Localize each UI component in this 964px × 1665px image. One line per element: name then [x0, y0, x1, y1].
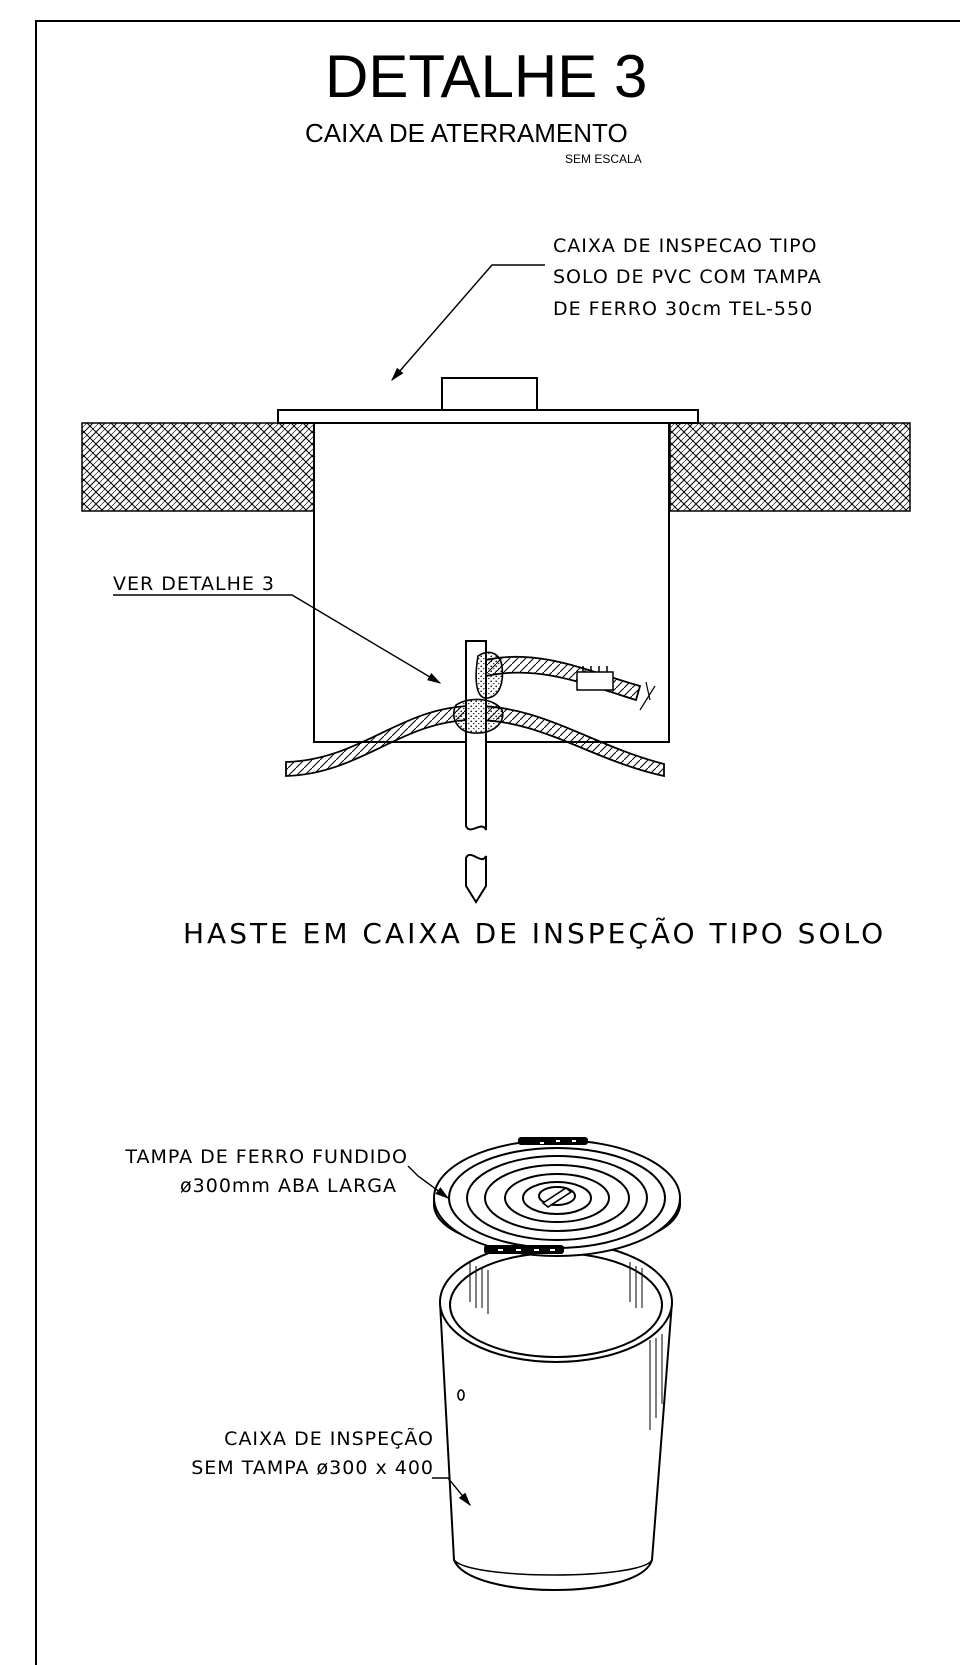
iso-box-note-line-1: CAIXA DE INSPEÇÃO — [224, 1428, 434, 1450]
leader-lid-note — [407, 1165, 450, 1199]
weld-upper — [475, 651, 504, 699]
upper-cable — [485, 655, 656, 711]
drawing-frame — [35, 20, 960, 1665]
inspection-box-body — [439, 1241, 673, 1591]
cast-iron-lid — [433, 1137, 681, 1257]
weld-lower — [452, 698, 504, 734]
leader-box-iso-note — [432, 1477, 471, 1507]
box-note-line-2: SOLO DE PVC COM TAMPA — [553, 266, 822, 288]
inspection-box-section — [277, 377, 699, 743]
soil-right — [669, 422, 911, 512]
drawing-title: DETALHE 3 — [325, 43, 648, 110]
leader-box-note — [391, 264, 545, 382]
drawing-subtitle: CAIXA DE ATERRAMENTO — [305, 118, 628, 148]
ground-cable — [285, 705, 665, 778]
box-note-line-3: DE FERRO 30cm TEL-550 — [553, 298, 814, 320]
soil-left — [81, 422, 315, 512]
scale-note: SEM ESCALA — [565, 152, 642, 166]
lid-note-line-2: ø300mm ABA LARGA — [180, 1175, 397, 1197]
leader-detail-ref — [113, 594, 442, 684]
box-note-line-1: CAIXA DE INSPECAO TIPO — [553, 235, 818, 257]
lid-note-line-1: TAMPA DE FERRO FUNDIDO — [125, 1146, 408, 1168]
section-caption: HASTE EM CAIXA DE INSPEÇÃO TIPO SOLO — [183, 917, 887, 950]
detail-reference-label: VER DETALHE 3 — [113, 573, 276, 595]
iso-box-note-line-2: SEM TAMPA ø300 x 400 — [191, 1457, 434, 1479]
